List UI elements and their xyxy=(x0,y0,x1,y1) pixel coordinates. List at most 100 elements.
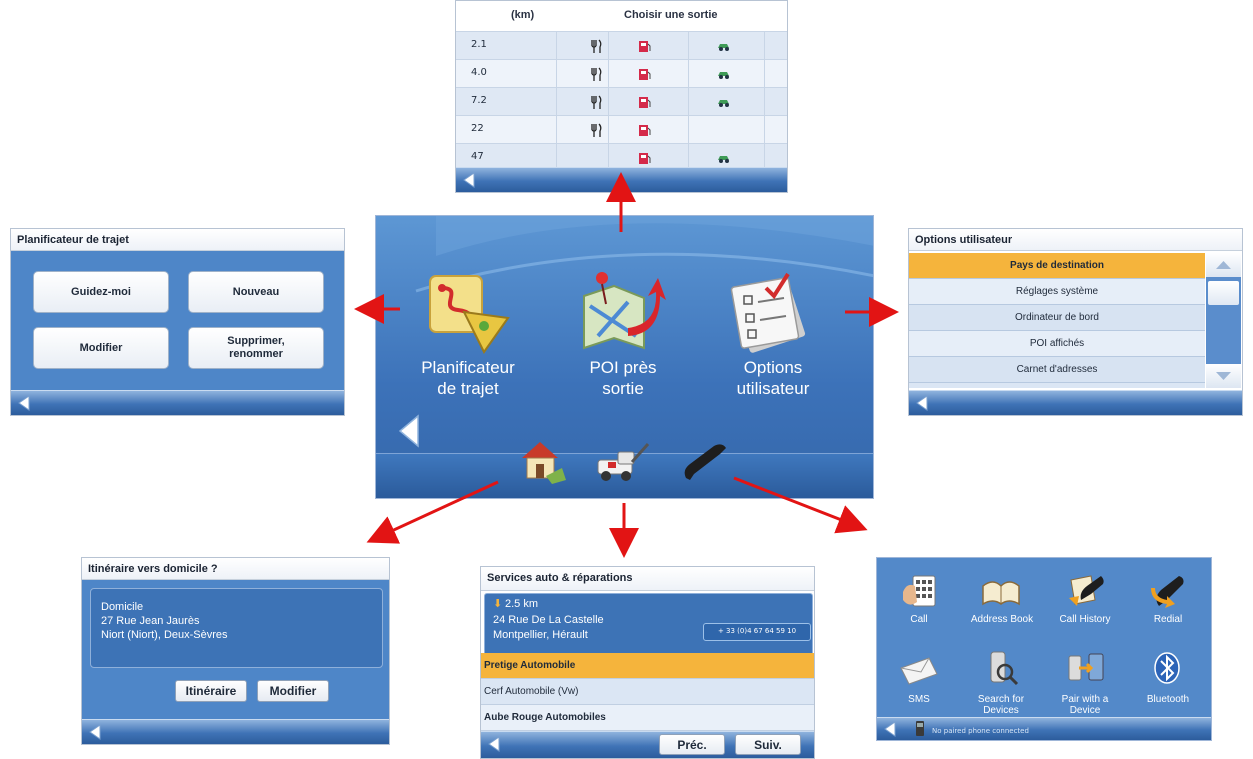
poi-cell-divider xyxy=(764,60,765,88)
poi-cell-divider xyxy=(556,32,557,60)
main-menu-panel: Planificateur de trajet POI près sortie … xyxy=(375,215,874,499)
home-route-body: Domicile 27 Rue Jean Jaurès Niort (Niort… xyxy=(82,580,389,720)
home-street: 27 Rue Jean Jaurès xyxy=(101,615,200,627)
poi-cell-divider xyxy=(608,60,609,88)
pair-device-label[interactable]: Pair with a Device xyxy=(1061,694,1109,716)
service-phone-button[interactable]: + 33 (0)4 67 64 59 10 xyxy=(703,623,811,641)
route-button[interactable]: Itinéraire xyxy=(175,680,247,702)
trip-planner-panel: Planificateur de trajet Guidez-moi Nouve… xyxy=(10,228,345,416)
delete-rename-button[interactable]: Supprimer, renommer xyxy=(188,327,324,369)
fuel-pump-icon[interactable] xyxy=(636,38,652,54)
guide-me-button[interactable]: Guidez-moi xyxy=(33,271,169,313)
back-arrow-icon[interactable] xyxy=(915,395,929,411)
service-street: 24 Rue De La Castelle xyxy=(493,614,604,626)
service-detail-box: ⬇ 2.5 km 24 Rue De La Castelle Montpelli… xyxy=(484,593,813,663)
route-planner-label-1[interactable]: Planificateur xyxy=(421,358,515,377)
poi-table-row[interactable]: 4.0 xyxy=(456,59,787,88)
checklist-icon[interactable] xyxy=(722,268,810,354)
food-fork-icon[interactable] xyxy=(588,94,604,110)
options-scrollbar[interactable] xyxy=(1206,253,1241,388)
car-services-panel: Services auto & réparations ⬇ 2.5 km 24 … xyxy=(480,566,815,759)
back-arrow-icon[interactable] xyxy=(88,724,102,740)
phone-icon[interactable] xyxy=(680,440,728,484)
new-trip-button[interactable]: Nouveau xyxy=(188,271,324,313)
option-address-book[interactable]: Carnet d'adresses xyxy=(909,357,1205,383)
car-icon[interactable] xyxy=(716,150,732,166)
options-label-2[interactable]: utilisateur xyxy=(736,379,810,398)
scroll-thumb[interactable] xyxy=(1208,281,1239,305)
home-route-bottom-bar xyxy=(82,719,389,744)
car-icon[interactable] xyxy=(716,38,732,54)
user-options-title: Options utilisateur xyxy=(909,229,1242,251)
scroll-down-button[interactable] xyxy=(1206,364,1241,388)
scroll-up-button[interactable] xyxy=(1206,253,1241,277)
back-arrow-icon[interactable] xyxy=(487,736,501,752)
prev-button[interactable]: Préc. xyxy=(659,734,725,755)
option-system-settings[interactable]: Réglages système xyxy=(909,279,1205,305)
redial-label[interactable]: Redial xyxy=(1153,614,1183,625)
service-distance: 2.5 km xyxy=(505,598,539,610)
poi-cell-divider xyxy=(688,116,689,144)
search-devices-icon[interactable] xyxy=(981,648,1021,688)
car-services-bottom-bar: Préc. Suiv. xyxy=(481,731,814,758)
fuel-pump-icon[interactable] xyxy=(636,66,652,82)
address-book-icon[interactable] xyxy=(981,572,1021,612)
poi-table-row[interactable]: 7.2 xyxy=(456,87,787,116)
poi-cell-divider xyxy=(608,144,609,172)
trip-planner-bottom-bar xyxy=(11,390,344,415)
home-icon[interactable] xyxy=(518,436,568,484)
fuel-pump-icon[interactable] xyxy=(636,122,652,138)
service-city: Montpellier, Hérault xyxy=(493,629,588,641)
search-devices-label[interactable]: Search for Devices xyxy=(977,694,1025,716)
back-arrow-icon[interactable] xyxy=(17,395,31,411)
bluetooth-icon[interactable] xyxy=(1147,648,1187,688)
modify-trip-button[interactable]: Modifier xyxy=(33,327,169,369)
poi-table-header: (km) Choisir une sortie xyxy=(456,1,787,31)
call-label[interactable]: Call xyxy=(910,614,928,625)
poi-cell-divider xyxy=(764,88,765,116)
tow-truck-icon[interactable] xyxy=(594,440,652,484)
food-fork-icon[interactable] xyxy=(588,66,604,82)
food-fork-icon[interactable] xyxy=(588,38,604,54)
fuel-pump-icon[interactable] xyxy=(636,94,652,110)
car-icon[interactable] xyxy=(716,94,732,110)
sms-envelope-icon[interactable] xyxy=(899,650,939,690)
back-arrow-icon[interactable] xyxy=(462,172,476,188)
poi-distance: 4.0 xyxy=(471,67,487,78)
keypad-icon[interactable] xyxy=(899,572,939,612)
food-fork-icon[interactable] xyxy=(588,122,604,138)
redial-icon[interactable] xyxy=(1147,572,1187,612)
route-planner-label-2[interactable]: de trajet xyxy=(437,379,499,398)
bluetooth-label[interactable]: Bluetooth xyxy=(1146,694,1190,705)
poi-distance: 7.2 xyxy=(471,95,487,106)
poi-exit-icon[interactable] xyxy=(578,266,666,352)
route-planner-icon[interactable] xyxy=(424,270,512,356)
modify-home-button[interactable]: Modifier xyxy=(257,680,329,702)
trip-planner-title: Planificateur de trajet xyxy=(11,229,344,251)
option-displayed-poi[interactable]: POI affichés xyxy=(909,331,1205,357)
fuel-pump-icon[interactable] xyxy=(636,150,652,166)
poi-exit-label-2[interactable]: sortie xyxy=(602,379,644,398)
option-trip-computer[interactable]: Ordinateur de bord xyxy=(909,305,1205,331)
pair-device-icon[interactable] xyxy=(1065,648,1105,688)
service-item-3[interactable]: Aube Rouge Automobiles xyxy=(481,705,814,731)
poi-table-row[interactable]: 47 xyxy=(456,143,787,172)
poi-table-row[interactable]: 2.1 xyxy=(456,31,787,60)
service-item-2[interactable]: Cerf Automobile (Vw) xyxy=(481,679,814,705)
options-label-1[interactable]: Options xyxy=(743,358,803,377)
back-arrow-icon[interactable] xyxy=(883,721,897,737)
back-arrow-icon[interactable] xyxy=(398,414,420,448)
mobile-phone-icon xyxy=(916,721,924,736)
poi-exit-label-1[interactable]: POI près xyxy=(589,358,657,377)
address-book-label[interactable]: Address Book xyxy=(970,614,1034,625)
car-icon[interactable] xyxy=(716,66,732,82)
sms-label[interactable]: SMS xyxy=(908,694,930,705)
service-item-1[interactable]: Pretige Automobile xyxy=(481,653,814,679)
poi-table-row[interactable]: 22 xyxy=(456,115,787,144)
poi-cell-divider xyxy=(556,144,557,172)
call-history-icon[interactable] xyxy=(1065,570,1105,610)
call-history-label[interactable]: Call History xyxy=(1059,614,1111,625)
next-button[interactable]: Suiv. xyxy=(735,734,801,755)
option-destination-country[interactable]: Pays de destination xyxy=(909,253,1205,279)
